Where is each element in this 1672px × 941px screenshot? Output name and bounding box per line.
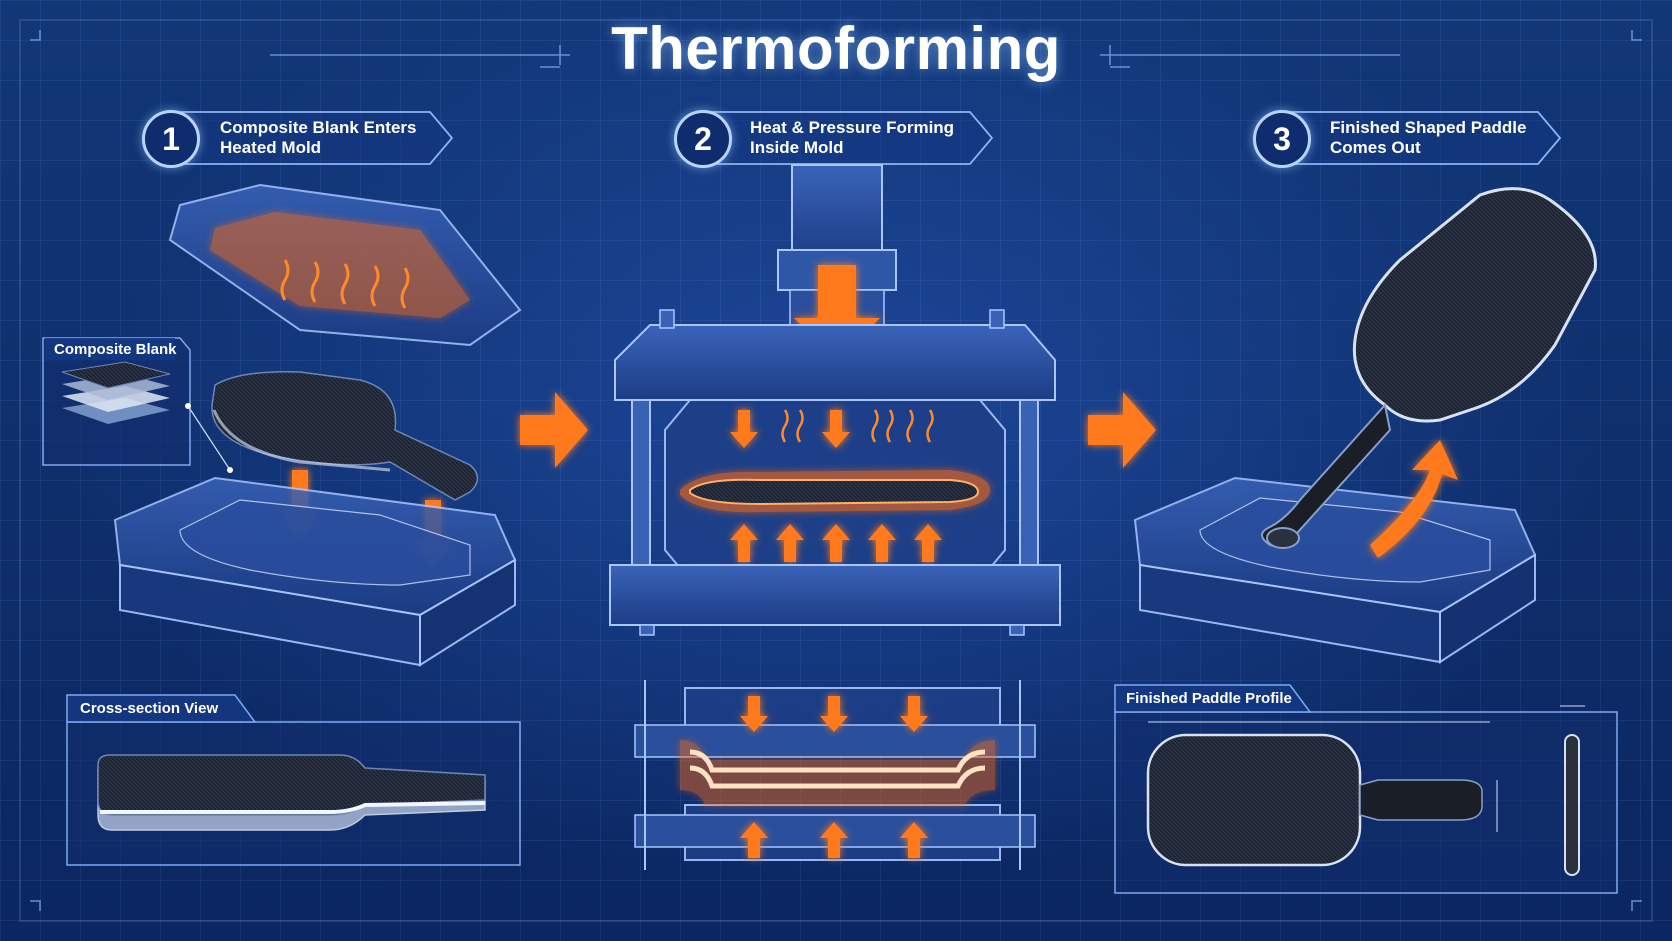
step-3-label-line1: Finished Shaped Paddle [1330,118,1527,137]
step-1-banner [170,111,454,165]
finished-paddle [1261,187,1597,558]
heated-mold-top [168,183,522,347]
step-2-label-line1: Heat & Pressure Forming [750,118,955,137]
process-arrow-2 [1088,392,1156,468]
composite-blank-callout-box [42,337,233,473]
step-3-label-line2: Comes Out [1330,138,1421,157]
hydraulic-press [609,164,1061,636]
step-2-label-line2: Inside Mold [750,138,844,157]
lower-mold-step-3 [1133,476,1537,664]
finished-profile-box [1114,684,1618,894]
composite-blank-paddle [211,371,479,501]
step-1-label: Composite Blank Enters Heated Mold [220,118,450,158]
lower-mold-step-1 [113,476,517,667]
step-3-banner [1278,111,1562,165]
step-2-number: 2 [674,110,732,168]
composite-blank-label: Composite Blank [54,341,177,358]
step-2-label: Heat & Pressure Forming Inside Mold [750,118,980,158]
process-arrow-1 [520,392,588,468]
step-1-label-line1: Composite Blank Enters [220,118,417,137]
frame-decoration [19,19,1653,922]
finished-paddle-profile-label: Finished Paddle Profile [1126,690,1292,707]
step-1-label-line2: Heated Mold [220,138,322,157]
cross-section-view-box [66,694,521,866]
step-1-number: 1 [142,110,200,168]
step-3-number: 3 [1253,110,1311,168]
mold-cross-section [634,680,1036,870]
step-3-label: Finished Shaped Paddle Comes Out [1330,118,1560,158]
cross-section-view-label: Cross-section View [80,700,219,717]
page-title: Thermoforming [611,15,1061,82]
